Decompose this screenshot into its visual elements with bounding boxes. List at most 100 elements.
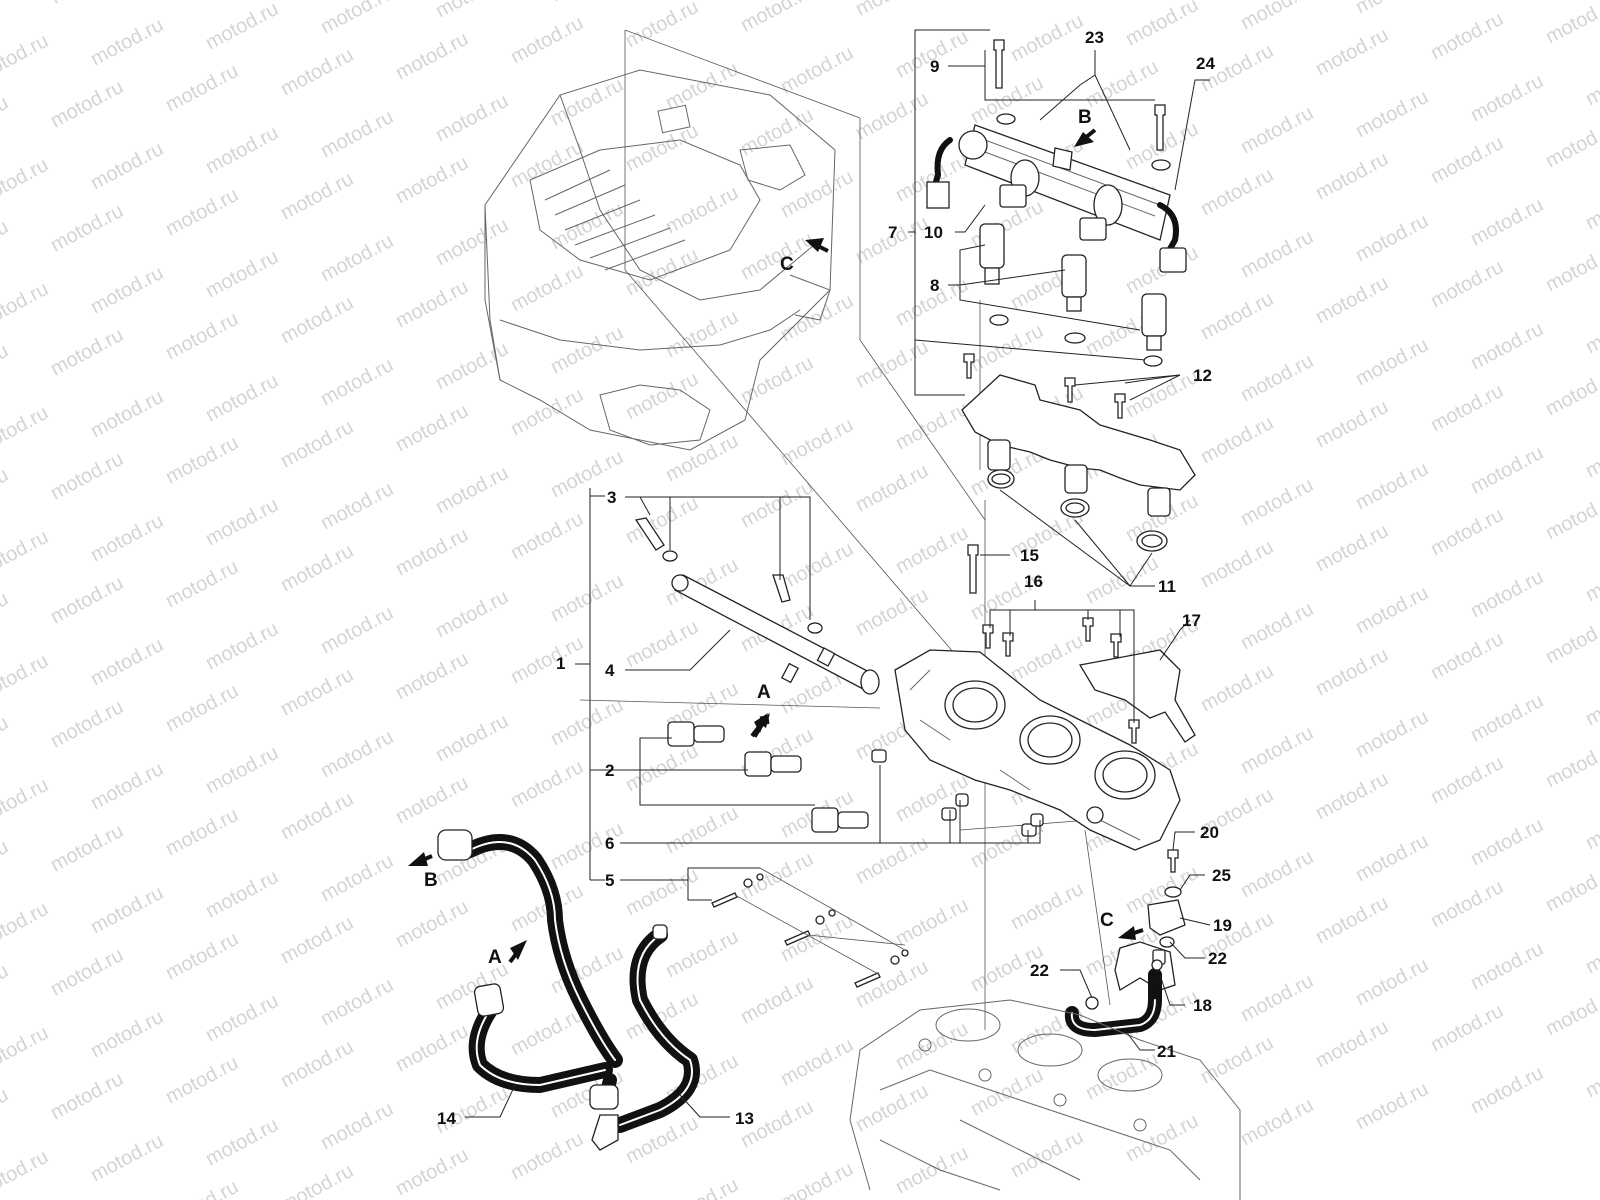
- watermark-text: motod.ru: [202, 618, 282, 674]
- callout-9: 9: [930, 57, 939, 76]
- watermark-text: motod.ru: [1237, 102, 1317, 158]
- watermark-text: motod.ru: [0, 216, 12, 272]
- watermark-text: motod.ru: [392, 772, 472, 828]
- watermark-text: motod.ru: [392, 1144, 472, 1200]
- watermark-text: motod.ru: [1352, 86, 1432, 142]
- watermark-text: motod.ru: [0, 1022, 52, 1078]
- watermark-text: motod.ru: [1427, 380, 1507, 436]
- watermark-text: motod.ru: [202, 990, 282, 1046]
- watermark-text: motod.ru: [162, 1176, 242, 1200]
- watermark-text: motod.ru: [432, 586, 512, 642]
- cylinder-head-illustration: [849, 999, 1241, 1200]
- watermark-text: motod.ru: [317, 726, 397, 782]
- watermark-text: motod.ru: [737, 848, 817, 904]
- watermark-text: motod.ru: [1467, 1062, 1547, 1118]
- watermark-text: motod.ru: [47, 944, 127, 1000]
- watermark-text: motod.ru: [547, 694, 627, 750]
- watermark-text: motod.ru: [622, 492, 702, 548]
- watermark-text: motod.ru: [0, 464, 12, 520]
- watermark-text: motod.ru: [547, 570, 627, 626]
- watermark-text: motod.ru: [1582, 922, 1600, 978]
- watermark-text: motod.ru: [547, 198, 627, 254]
- view-b-bottom: B: [424, 870, 438, 891]
- watermark-text: motod.ru: [1237, 722, 1317, 778]
- watermark-text: motod.ru: [47, 200, 127, 256]
- watermark-text: motod.ru: [622, 864, 702, 920]
- watermark-text: motod.ru: [892, 894, 972, 950]
- watermark-text: motod.ru: [1352, 334, 1432, 390]
- leader-lines: [465, 29, 1211, 1118]
- watermark-text: motod.ru: [1427, 628, 1507, 684]
- watermark-text: motod.ru: [1312, 644, 1392, 700]
- watermark-text: motod.ru: [317, 230, 397, 286]
- watermark-text: motod.ru: [1352, 458, 1432, 514]
- callout-5: 5: [605, 871, 614, 890]
- watermark-text: motod.ru: [892, 522, 972, 578]
- watermark-text: motod.ru: [1352, 210, 1432, 266]
- watermark-text: motod.ru: [1582, 54, 1600, 110]
- callout-14: 14: [437, 1109, 456, 1128]
- watermark-text: motod.ru: [202, 742, 282, 798]
- watermark-text: motod.ru: [1467, 566, 1547, 622]
- watermark-text: motod.ru: [1542, 984, 1600, 1040]
- view-arrows: [408, 128, 1144, 964]
- watermark-text: motod.ru: [162, 60, 242, 116]
- watermark-text: motod.ru: [547, 74, 627, 130]
- watermark-text: motod.ru: [202, 866, 282, 922]
- watermark-text: motod.ru: [277, 168, 357, 224]
- watermark-text: motod.ru: [1197, 288, 1277, 344]
- watermark-text: motod.ru: [1007, 630, 1087, 686]
- watermark-text: motod.ru: [1542, 860, 1600, 916]
- watermark-text: motod.ru: [0, 0, 12, 24]
- callout-13: 13: [735, 1109, 754, 1128]
- watermark-text: motod.ru: [392, 524, 472, 580]
- watermark-text: motod.ru: [507, 260, 587, 316]
- watermark-text: motod.ru: [1427, 256, 1507, 312]
- watermark-text: motod.ru: [87, 1130, 167, 1186]
- watermark-text: motod.ru: [777, 538, 857, 594]
- watermark-text: motod.ru: [1542, 364, 1600, 420]
- throttle-hardware: [967, 544, 1196, 744]
- watermark-text: motod.ru: [0, 1084, 12, 1140]
- callout-7: 7: [888, 223, 897, 242]
- watermark-text: motod.ru: [1542, 488, 1600, 544]
- watermark-text: motod.ru: [392, 400, 472, 456]
- watermark-text: motod.ru: [1122, 366, 1202, 422]
- view-c-bottom: C: [1100, 910, 1114, 931]
- watermark-text: motod.ru: [0, 960, 12, 1016]
- fuel-rail-assembly: [926, 39, 1196, 552]
- watermark-text: motod.ru: [392, 276, 472, 332]
- watermark-text: motod.ru: [1467, 194, 1547, 250]
- watermark-text: motod.ru: [317, 974, 397, 1030]
- callout-24: 24: [1196, 54, 1215, 73]
- watermark-text: motod.ru: [162, 680, 242, 736]
- watermark-text: motod.ru: [47, 0, 127, 8]
- callout-1: 1: [556, 654, 565, 673]
- airbox-illustration: [484, 69, 836, 451]
- watermark-text: motod.ru: [737, 104, 817, 160]
- watermark-text: motod.ru: [202, 370, 282, 426]
- watermark-text: motod.ru: [1237, 350, 1317, 406]
- watermark-text: motod.ru: [1467, 814, 1547, 870]
- watermark-text: motod.ru: [277, 1160, 357, 1200]
- watermark-text: motod.ru: [507, 632, 587, 688]
- watermark-text: motod.ru: [777, 290, 857, 346]
- watermark-text: motod.ru: [277, 416, 357, 472]
- watermark-text: motod.ru: [662, 58, 742, 114]
- watermark-text: motod.ru: [392, 648, 472, 704]
- watermark-text: motod.ru: [507, 508, 587, 564]
- watermark-text: motod.ru: [547, 818, 627, 874]
- watermark-text: motod.ru: [1312, 768, 1392, 824]
- watermark-text: motod.ru: [777, 166, 857, 222]
- watermark-text: motod.ru: [1312, 892, 1392, 948]
- watermark-text: motod.ru: [392, 152, 472, 208]
- watermark-text: motod.ru: [737, 476, 817, 532]
- watermark-text: motod.ru: [87, 758, 167, 814]
- watermark-text: motod.ru: [87, 14, 167, 70]
- watermark-text: motod.ru: [0, 402, 52, 458]
- callout-22-right: 22: [1208, 949, 1227, 968]
- watermark-text: motod.ru: [852, 584, 932, 640]
- watermark-text: motod.ru: [162, 184, 242, 240]
- callout-3: 3: [607, 488, 616, 507]
- watermark-text: motod.ru: [432, 710, 512, 766]
